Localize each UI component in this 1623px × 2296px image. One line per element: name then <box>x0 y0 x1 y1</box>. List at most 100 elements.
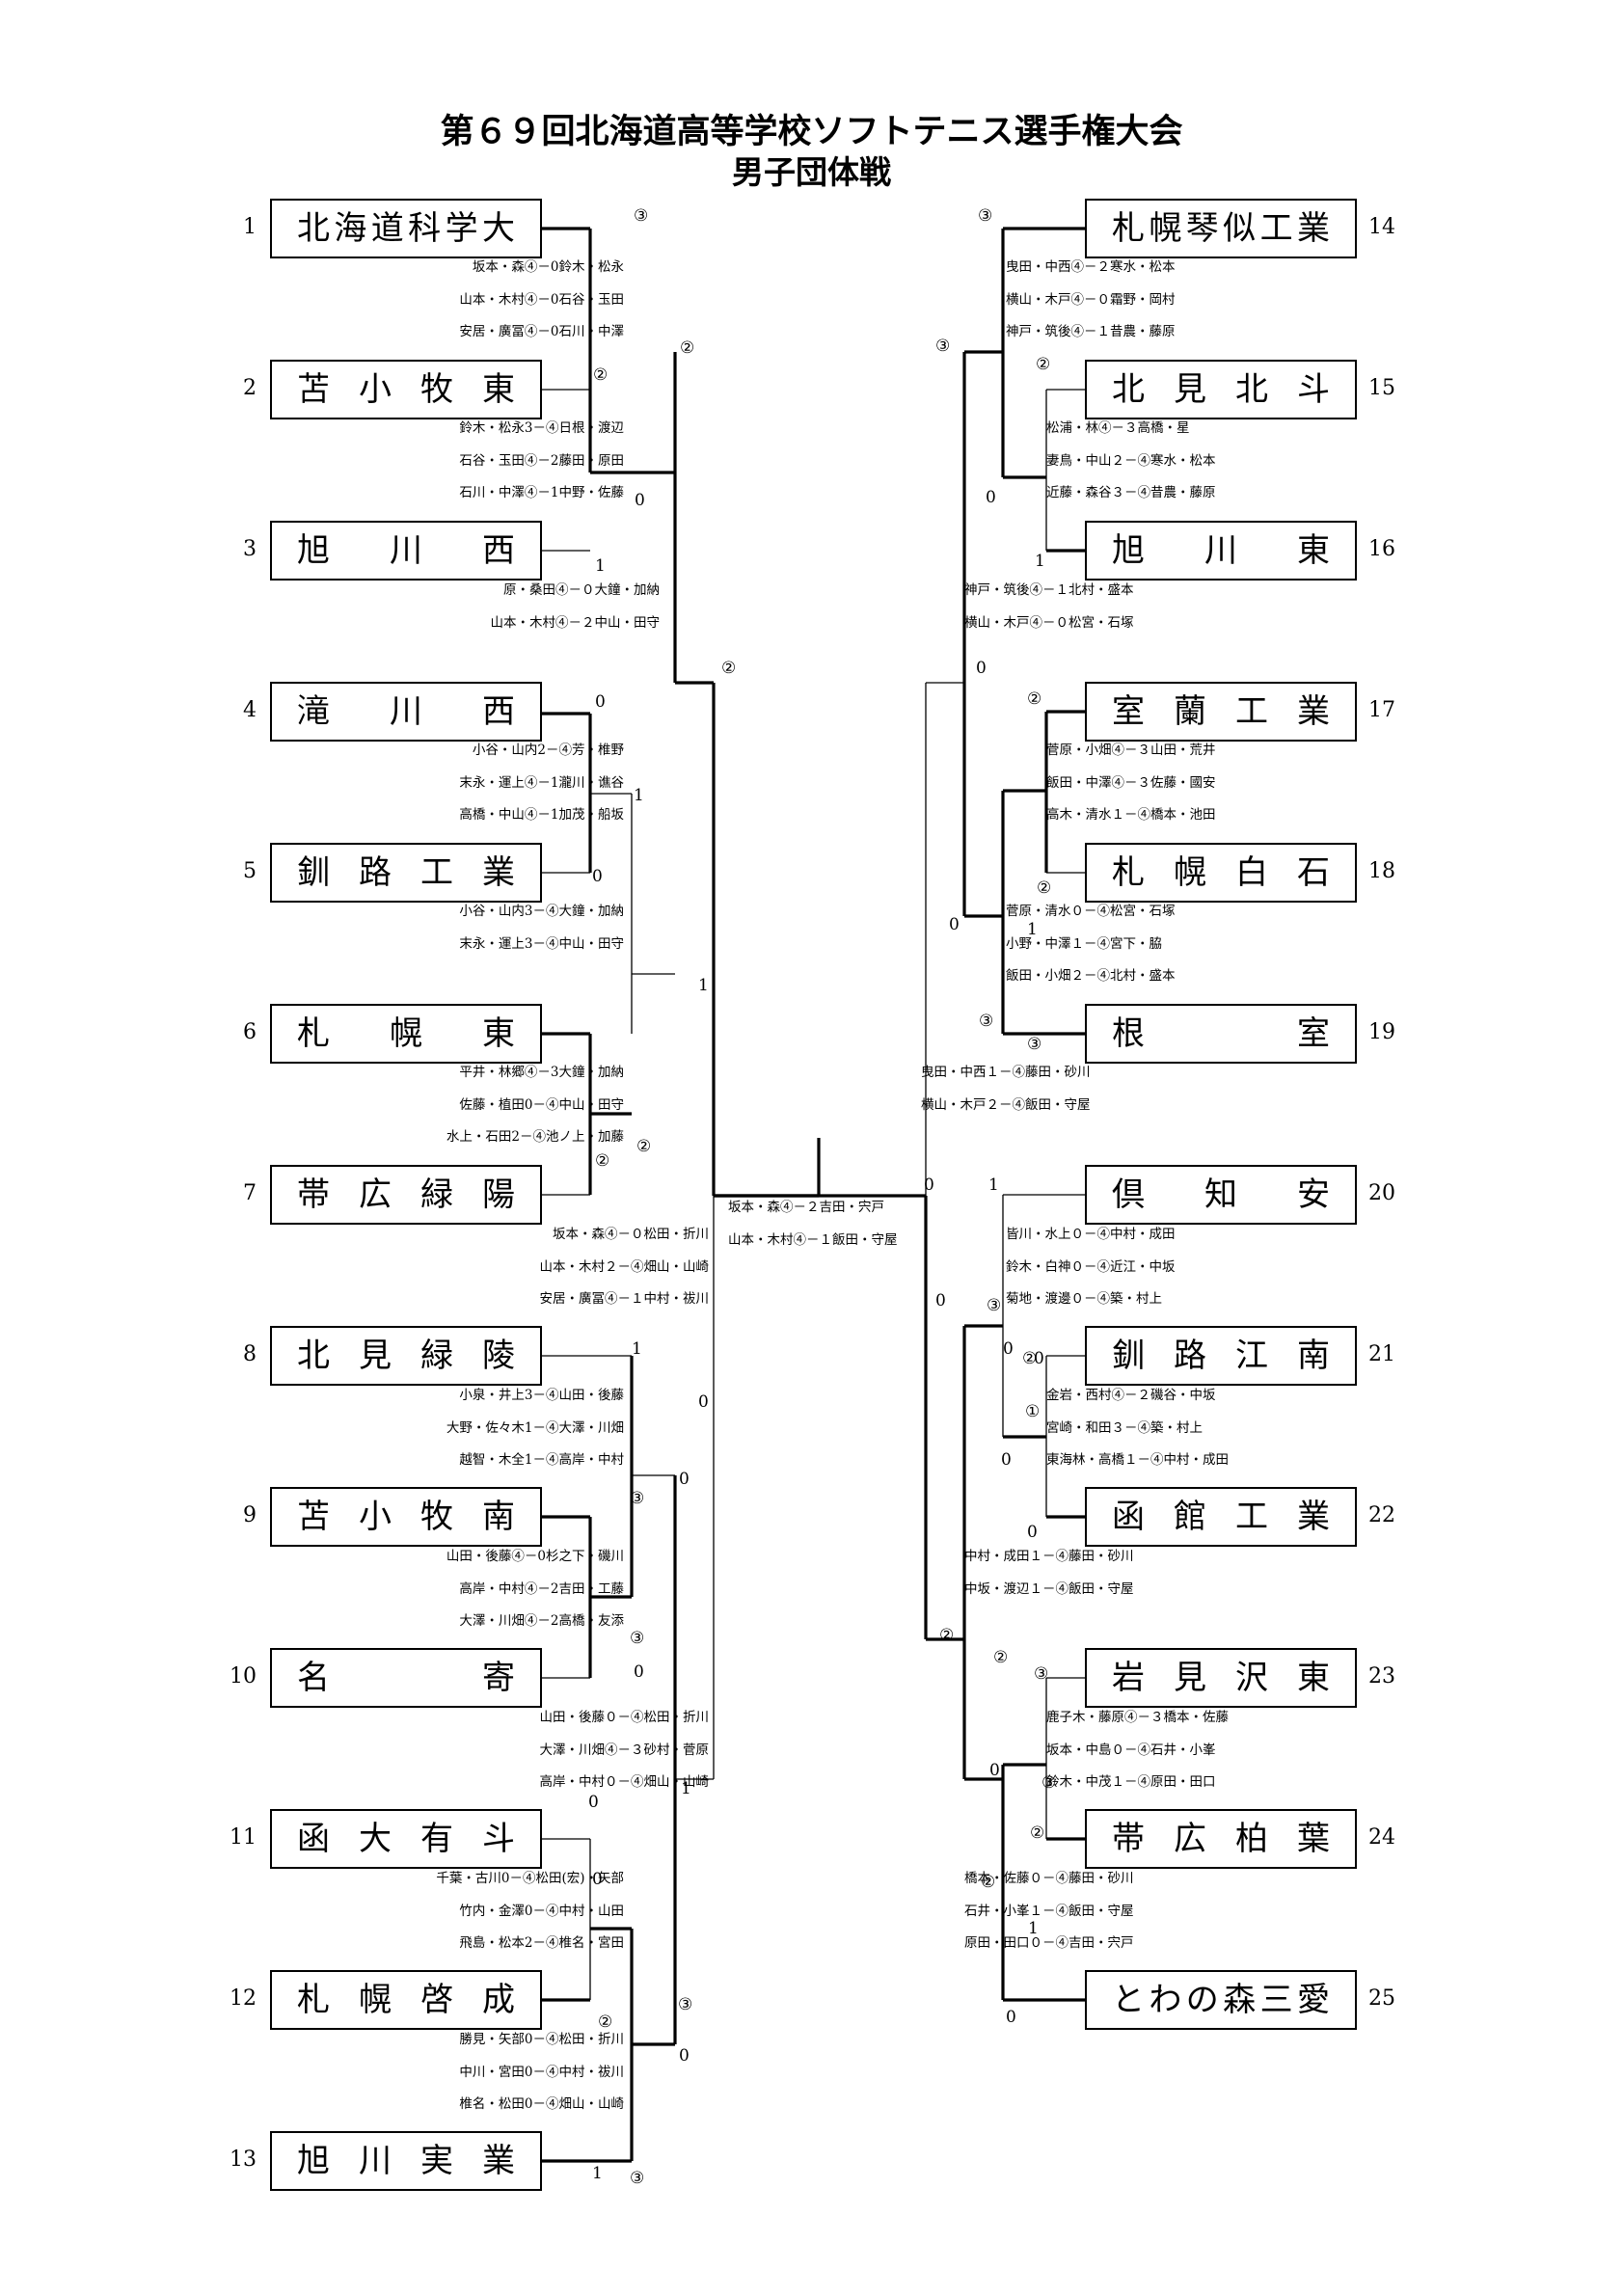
team-name-char: 幌 <box>1174 853 1206 892</box>
team-name-char: の <box>1185 1981 1219 2019</box>
match-score-mark: ③ <box>978 206 993 226</box>
team-seed-number: 6 <box>243 1020 257 1044</box>
match-result-line: 坂本・森④－０松田・折川 <box>553 1227 709 1242</box>
team-box: 旭川西 <box>270 521 542 581</box>
team-name-char: 沢 <box>1235 1659 1268 1697</box>
team-name-char: 東 <box>1297 531 1330 570</box>
match-score-mark: 1 <box>988 1175 999 1195</box>
match-score-mark: ③ <box>979 1012 994 1031</box>
match-score-mark: ② <box>1037 878 1052 898</box>
match-result-line: 妻鳥・中山２－④寒水・松本 <box>1046 452 1216 469</box>
match-score-mark: 0 <box>634 1662 644 1682</box>
match-result-line: 山田・後藤④－0杉之下・磯川 <box>446 1549 624 1564</box>
match-result-line: 原田・田口０－④吉田・宍戸 <box>964 1935 1134 1951</box>
team-name-char: 西 <box>482 531 515 570</box>
team-name: 北見北斗 <box>1112 362 1330 418</box>
match-result-line: 山本・木村④－２中山・田守 <box>490 614 661 631</box>
match-score-mark: 0 <box>976 659 987 678</box>
match-score-mark: ② <box>1030 1823 1045 1843</box>
team-name-char: 白 <box>1235 853 1268 892</box>
match-result-line: 末永・運上3－④中山・田守 <box>459 935 624 952</box>
team-seed-number: 4 <box>243 698 257 722</box>
team-name: 苫小牧東 <box>297 362 515 418</box>
match-result-line: 飛島・松本2－④椎名・宮田 <box>459 1935 624 1951</box>
team-name-char: 工 <box>420 853 453 892</box>
match-result-line: 金岩・西村④－２磯谷・中坂 <box>1046 1388 1216 1403</box>
team-name-char: 葉 <box>1297 1820 1330 1858</box>
team-box: 帯広緑陽 <box>270 1165 542 1225</box>
team-name: 札幌啓成 <box>297 1972 515 2028</box>
match-score-mark: ③ <box>1041 1773 1057 1793</box>
team-name-char: 名 <box>297 1659 330 1697</box>
match-result-line: 山田・後藤０－④松田・折川 <box>539 1710 710 1725</box>
team-name-char: 根 <box>1112 1014 1145 1053</box>
team-name-char: 倶 <box>1112 1175 1145 1214</box>
match-score-mark: 0 <box>949 915 960 934</box>
match-result-line: 小谷・山内2－④芳・椎野 <box>472 743 624 758</box>
match-score-mark: ② <box>593 365 609 385</box>
team-seed-number: 25 <box>1368 1986 1395 2011</box>
team-box: 釧路江南 <box>1085 1326 1357 1386</box>
match-score-mark: ② <box>939 1626 955 1645</box>
team-name: 札幌琴似工業 <box>1112 201 1330 257</box>
match-score-mark: 1 <box>592 2164 603 2183</box>
match-result-line: 末永・運上④－1瀧川・谯谷 <box>459 774 624 791</box>
team-name-char: 北 <box>1112 370 1145 409</box>
match-score-mark: 0 <box>635 491 645 510</box>
team-name-char: 釧 <box>1112 1337 1145 1375</box>
team-name: 函館工業 <box>1112 1489 1330 1545</box>
team-name-char: 三 <box>1259 1981 1293 2019</box>
team-seed-number: 16 <box>1368 537 1395 561</box>
team-box: 帯広柏葉 <box>1085 1809 1357 1869</box>
match-result-line: 横山・木戸④－０霜野・岡村 <box>1006 291 1176 308</box>
team-name-char: 緑 <box>420 1337 453 1375</box>
team-seed-number: 9 <box>243 1503 257 1527</box>
match-result-line: 越智・木全1－④高岸・中村 <box>459 1452 624 1468</box>
team-seed-number: 19 <box>1368 1020 1395 1044</box>
team-name: 釧路工業 <box>297 845 515 901</box>
match-result-line: 坂本・森④－２吉田・宍戸 <box>728 1200 884 1215</box>
team-name-char: 川 <box>390 692 422 731</box>
team-name: 札幌東 <box>297 1006 515 1062</box>
match-score-mark: 0 <box>924 1175 934 1195</box>
team-box: 旭川東 <box>1085 521 1357 581</box>
match-score-mark: 0 <box>595 692 606 712</box>
match-result-line: 鈴木・白神０－④近江・中坂 <box>1006 1258 1176 1275</box>
team-name-char: 科 <box>408 209 442 248</box>
team-box: 名寄 <box>270 1648 542 1708</box>
match-score-mark: ③ <box>630 2169 645 2188</box>
team-name: 滝川西 <box>297 684 515 740</box>
team-name-char: 小 <box>359 370 392 409</box>
match-result-line: 石井・小峯１－④飯田・守屋 <box>964 1903 1134 1919</box>
team-name-char: 岩 <box>1112 1659 1145 1697</box>
team-name-char: 海 <box>334 209 367 248</box>
match-score-mark: ③ <box>678 1995 693 2014</box>
team-seed-number: 7 <box>243 1181 257 1205</box>
team-name-char: 広 <box>1174 1820 1206 1858</box>
team-name: 帯広緑陽 <box>297 1167 515 1223</box>
team-name-char: 工 <box>1235 1498 1268 1536</box>
match-result-line: 神戸・筑後④－１昔農・藤原 <box>1006 324 1176 339</box>
match-score-mark: ② <box>598 2012 613 2032</box>
team-name-char: 幌 <box>390 1014 422 1053</box>
match-result-line: 近藤・森谷３－④昔農・藤原 <box>1046 485 1216 500</box>
team-name-char: 旭 <box>297 531 330 570</box>
team-name-char: 成 <box>482 1981 515 2019</box>
team-name-char: 川 <box>359 2142 392 2180</box>
team-seed-number: 15 <box>1368 376 1395 400</box>
match-result-line: 椎名・松田0－④畑山・山崎 <box>459 2096 624 2112</box>
team-name-char: 小 <box>359 1498 392 1536</box>
match-result-line: 曳田・中西④－２寒水・松本 <box>1006 259 1176 275</box>
match-result-line: 小野・中澤１－④宮下・脇 <box>1006 935 1162 952</box>
match-result-line: 宮崎・和田３－④築・村上 <box>1046 1419 1203 1436</box>
team-name: 北海道科学大 <box>297 201 515 257</box>
team-name-char: 滝 <box>297 692 330 731</box>
match-result-line: 鈴木・松永3－④日根・渡辺 <box>459 420 624 436</box>
team-name-char: 館 <box>1174 1498 1206 1536</box>
team-name-char: 苫 <box>297 1498 330 1536</box>
team-name-char: 南 <box>482 1498 515 1536</box>
team-box: 札幌白石 <box>1085 843 1357 903</box>
team-seed-number: 14 <box>1368 215 1395 239</box>
match-result-line: 原・桑田④－０大鐘・加納 <box>503 582 660 598</box>
